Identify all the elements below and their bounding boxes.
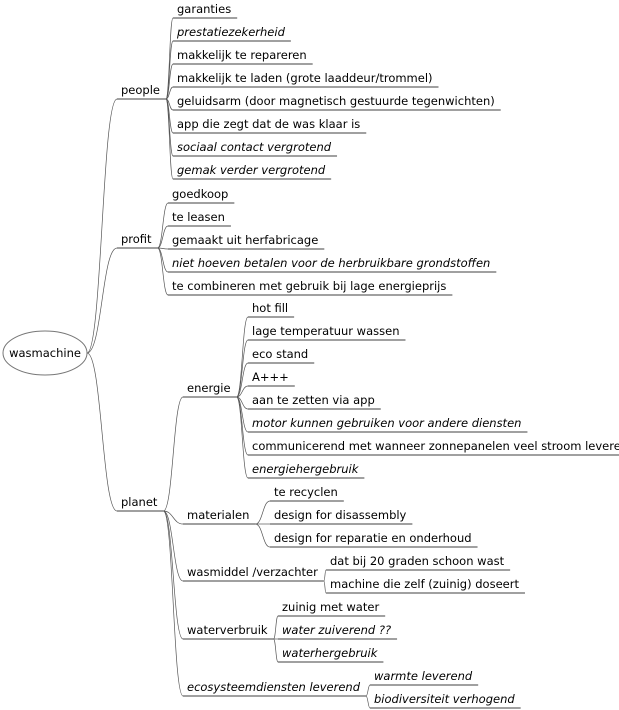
sub-link-1 [163,510,184,525]
leaf-0-3-label: A+++ [252,370,289,384]
leaf-0-0-label: garanties [177,2,231,16]
root-node-ellipse [2,330,88,376]
leaf-link-4-1 [365,695,371,709]
sub-link-0 [163,396,184,512]
leaf-4-1-label: biodiversiteit verhogend [374,692,515,706]
leaf-0-4-label: geluidsarm (door magnetisch gestuurde te… [177,94,495,108]
sub-topic-3-label: waterverbruik [187,623,268,637]
leaf-link-0-0 [165,17,174,100]
leaf-4-0-label: warmte leverend [374,669,473,683]
branch-planet-label: planet [121,495,158,509]
leaf-link-1-4 [157,247,169,296]
branch-link-profit [86,247,118,354]
sub-topic-2-label: wasmiddel /verzachter [187,565,318,579]
leaf-link-1-0 [157,202,169,249]
leaf-link-1-1 [157,225,169,249]
leaf-link-0-3 [236,385,249,398]
sub-topic-4-label: ecosysteemdiensten leverend [187,680,361,694]
connector-lines [86,17,371,709]
leaf-3-1-label: water zuiverend ?? [282,623,391,637]
leaf-0-6-label: sociaal contact vergrotend [177,140,332,154]
leaf-link-3-0 [273,615,279,640]
leaf-3-2-label: waterhergebruik [282,646,379,660]
leaf-0-7-label: energiehergebruik [252,462,360,476]
leaf-2-0-label: dat bij 20 graden schoon wast [330,554,505,568]
leaf-1-3-label: niet hoeven betalen voor de herbruikbare… [172,256,490,270]
leaf-0-5-label: motor kunnen gebruiken voor andere diens… [252,416,521,430]
leaf-link-4-0 [365,684,371,697]
leaf-link-3-2 [273,638,279,663]
leaf-1-4-label: te combineren met gebruik bij lage energ… [172,279,446,293]
leaf-1-2-label: design for reparatie en onderhoud [274,531,472,545]
leaf-link-0-2 [236,362,249,398]
leaf-link-2-0 [323,569,327,582]
sub-topic-0-label: energie [187,381,231,395]
leaf-1-0-label: goedkoop [172,187,228,201]
sub-topic-1-label: materialen [187,508,249,522]
leaf-0-6-label: communicerend met wanneer zonnepanelen v… [252,439,619,453]
leaf-0-2-label: eco stand [252,347,308,361]
sub-link-3 [163,510,184,640]
leaf-link-0-7 [165,98,174,180]
branch-link-planet [86,352,118,512]
sub-link-4 [163,510,184,697]
topic-nodes: people garanties prestatiezekerheid makkeli… [117,2,619,709]
sub-link-2 [163,510,184,582]
leaf-0-0-label: hot fill [252,301,288,315]
branch-people-label: people [121,83,160,97]
root-node-label: wasmachine [9,346,81,360]
leaf-link-0-1 [165,40,174,100]
leaf-link-1-2 [255,523,271,548]
leaf-link-1-0 [255,500,271,525]
branch-profit-label: profit [121,232,152,246]
leaf-1-1-label: design for disassembly [274,508,407,522]
leaf-0-3-label: makkelijk te laden (grote laaddeur/tromm… [177,71,433,85]
leaf-link-0-6 [165,98,174,157]
leaf-link-1-2 [157,247,169,250]
leaf-link-0-3 [165,86,174,100]
leaf-0-5-label: app die zegt dat de was klaar is [177,117,360,131]
leaf-0-1-label: prestatiezekerheid [176,25,286,39]
leaf-1-1-label: te leasen [172,210,225,224]
leaf-link-0-2 [165,63,174,100]
leaf-2-1-label: machine die zelf (zuinig) doseert [330,577,519,591]
leaf-3-0-label: zuinig met water [282,600,379,614]
leaf-0-4-label: aan te zetten via app [252,393,375,407]
leaf-0-2-label: makkelijk te repareren [177,48,307,62]
leaf-0-1-label: lage temperatuur wassen [252,324,399,338]
branch-link-people [86,98,118,354]
leaf-link-0-1 [236,339,249,398]
leaf-1-2-label: gemaakt uit herfabricage [172,233,318,247]
leaf-link-2-1 [323,580,327,594]
leaf-link-0-0 [236,316,249,398]
leaf-link-0-7 [236,396,249,479]
leaf-0-7-label: gemak verder vergrotend [177,163,326,177]
leaf-1-0-label: te recyclen [274,485,338,499]
leaf-link-0-6 [236,396,249,456]
